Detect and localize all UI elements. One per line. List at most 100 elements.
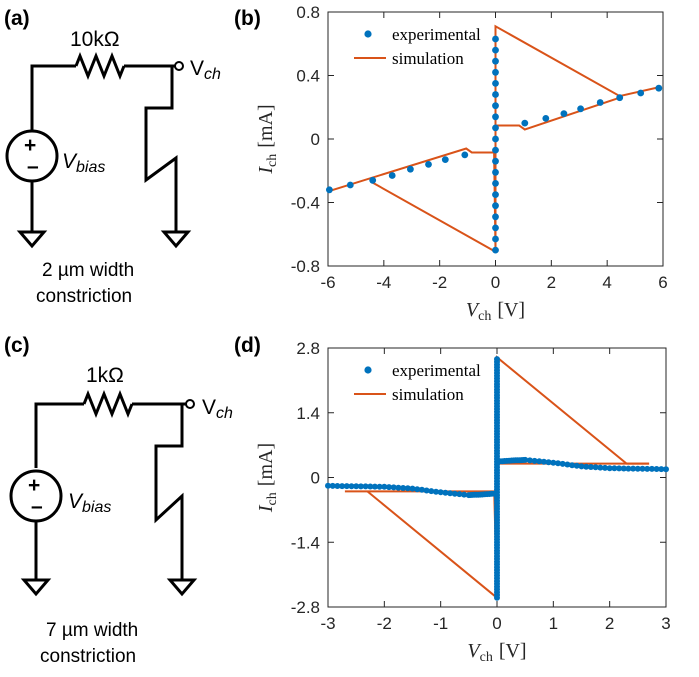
x-axis-label-main: V xyxy=(466,299,481,321)
experimental-point xyxy=(540,458,547,465)
ground-c xyxy=(166,578,198,597)
caption-width-c: 7 µm width xyxy=(46,620,138,641)
x-tick-label: -6 xyxy=(320,273,335,292)
experimental-point xyxy=(555,460,561,467)
x-tick-label: 4 xyxy=(602,273,611,292)
x-axis-label-unit: [V] xyxy=(499,640,527,662)
experimental-point xyxy=(644,465,651,472)
experimental-point xyxy=(329,482,336,489)
experimental-point xyxy=(492,224,499,232)
experimental-point xyxy=(616,465,623,472)
y-tick-label: -2.8 xyxy=(291,598,320,617)
x-axis-label-sub: ch xyxy=(478,309,491,324)
y-axis-label-main: I xyxy=(255,504,277,513)
legend-label-simulation: simulation xyxy=(392,385,464,404)
experimental-point xyxy=(521,119,529,127)
experimental-point xyxy=(357,483,364,490)
experimental-point xyxy=(492,46,499,54)
experimental-point xyxy=(423,487,430,494)
x-tick-label: -2 xyxy=(432,273,447,292)
ground-c2 xyxy=(20,578,52,597)
experimental-point xyxy=(639,465,646,472)
experimental-point xyxy=(492,202,499,210)
experimental-point xyxy=(587,464,594,470)
experimental-point xyxy=(663,466,669,473)
experimental-point xyxy=(428,488,435,495)
node-terminal-a xyxy=(174,61,184,71)
experimental-point xyxy=(611,465,618,472)
x-tick-label: -3 xyxy=(320,614,335,633)
y-axis-label: Ich [mA] xyxy=(255,443,280,513)
x-axis-label-sub: ch xyxy=(480,650,493,665)
experimental-point xyxy=(371,483,378,490)
y-tick-label: 0.8 xyxy=(296,3,320,22)
experimental-point xyxy=(625,465,632,472)
caption-constriction-a: constriction xyxy=(36,286,132,307)
experimental-point xyxy=(634,465,641,472)
experimental-point xyxy=(492,102,499,110)
simulation-line xyxy=(370,181,496,253)
y-tick-label: -0.8 xyxy=(291,257,320,276)
experimental-point xyxy=(492,80,499,87)
experimental-point xyxy=(655,84,663,92)
legend-label-simulation: simulation xyxy=(392,49,464,68)
constriction-c xyxy=(154,404,184,580)
experimental-point xyxy=(386,484,392,491)
x-axis-label-unit: [V] xyxy=(497,299,525,321)
experimental-point xyxy=(492,235,499,243)
y-axis-label: Ich[mA] xyxy=(255,104,280,174)
constriction-a xyxy=(144,66,178,232)
experimental-point xyxy=(492,113,499,121)
experimental-point xyxy=(326,186,333,194)
y-tick-label: 0 xyxy=(311,130,320,149)
experimental-point xyxy=(620,465,627,472)
circuit-a: 10kΩ Vch + – Vbias 2 µm width constricti… xyxy=(5,28,221,307)
experimental-point xyxy=(343,483,350,490)
simulation-line xyxy=(327,24,662,251)
experimental-point xyxy=(616,94,624,102)
experimental-point xyxy=(346,181,354,189)
experimental-point xyxy=(492,180,499,187)
minus-sign-c: – xyxy=(31,495,43,518)
experimental-point xyxy=(545,459,552,466)
experimental-point xyxy=(376,483,383,490)
experimental-point xyxy=(492,168,499,176)
experimental-point xyxy=(369,176,377,184)
x-tick-label: -2 xyxy=(377,614,392,633)
experimental-point xyxy=(388,172,396,179)
x-tick-label: -4 xyxy=(376,273,391,292)
experimental-point xyxy=(442,489,449,496)
experimental-point xyxy=(334,483,341,489)
panel-label-a: (a) xyxy=(4,7,30,30)
resistor-label-a: 10kΩ xyxy=(70,28,120,51)
x-axis-label-main: V xyxy=(467,640,482,662)
node-label-c: Vch xyxy=(202,396,233,422)
experimental-point xyxy=(367,483,374,490)
y-axis-label-unit: [mA] xyxy=(255,443,277,486)
experimental-point xyxy=(492,57,499,65)
experimental-point xyxy=(560,110,568,117)
source-label-a: Vbias xyxy=(62,150,105,176)
experimental-point xyxy=(542,115,550,122)
experimental-point xyxy=(414,486,421,493)
panel-label-d: (d) xyxy=(234,334,261,357)
y-tick-label: 0 xyxy=(311,469,320,488)
experimental-point xyxy=(492,146,499,154)
experimental-point xyxy=(395,484,402,491)
experimental-point xyxy=(492,124,499,132)
experimental-point xyxy=(492,135,499,143)
y-axis-label-sub: ch xyxy=(265,492,280,505)
x-tick-label: -1 xyxy=(433,614,448,633)
y-tick-label: 0.4 xyxy=(296,67,320,86)
experimental-point xyxy=(578,463,585,470)
experimental-point xyxy=(407,165,414,173)
experimental-point xyxy=(492,191,499,199)
experimental-point xyxy=(409,485,416,492)
x-tick-label: 2 xyxy=(547,273,556,292)
experimental-point xyxy=(637,89,645,97)
resistor-label-c: 1kΩ xyxy=(86,364,124,387)
